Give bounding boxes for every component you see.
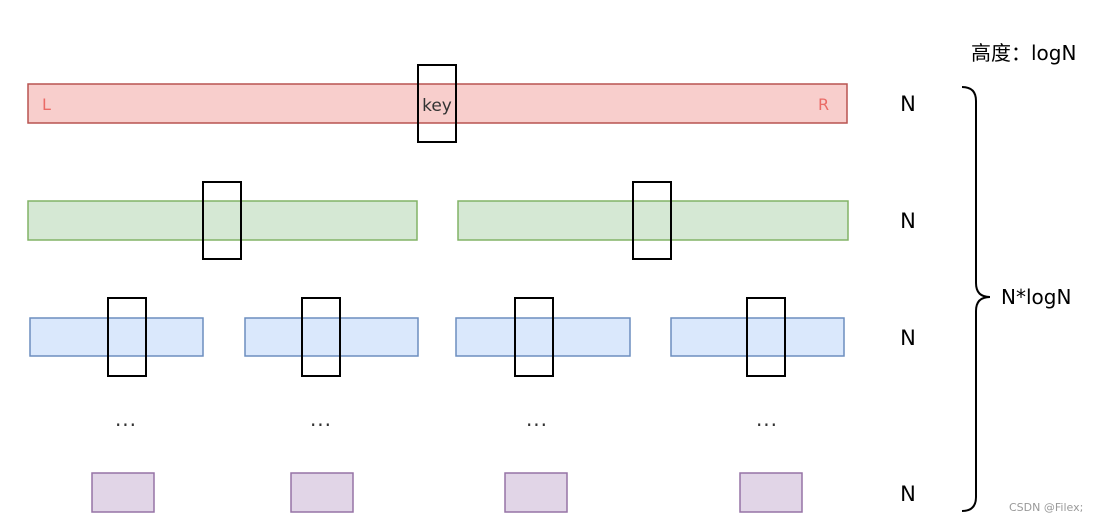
ellipsis-2: ··· [310, 413, 332, 437]
right-label: R [818, 95, 829, 114]
left-label: L [42, 95, 51, 114]
level3-key-box-4 [746, 297, 786, 377]
level3-bar-3 [455, 317, 631, 357]
total-brace [961, 86, 991, 512]
leaf-box-4 [739, 472, 803, 513]
level2-key-box-1 [202, 181, 242, 260]
level3-key-box-1 [107, 297, 147, 377]
level2-bar-2 [457, 200, 849, 241]
level3-bar-2 [244, 317, 419, 357]
key-label: key [422, 96, 452, 116]
height-label: 高度：logN [971, 41, 1076, 65]
leaf-box-2 [290, 472, 354, 513]
level3-cost: N [900, 326, 916, 350]
watermark: CSDN @Filex; [1009, 501, 1083, 514]
level2-bar-1 [27, 200, 418, 241]
level1-bar [27, 83, 848, 124]
level2-key-box-2 [632, 181, 672, 260]
ellipsis-1: ··· [115, 413, 137, 437]
leaf-box-1 [91, 472, 155, 513]
level1-cost: N [900, 92, 916, 116]
level1-key-box [417, 64, 457, 143]
ellipsis-3: ··· [526, 413, 548, 437]
level3-bar-4 [670, 317, 845, 357]
leaf-box-3 [504, 472, 568, 513]
total-cost-label: N*logN [1001, 285, 1071, 309]
ellipsis-4: ··· [756, 413, 778, 437]
leaf-cost: N [900, 482, 916, 506]
level3-bar-1 [29, 317, 204, 357]
level3-key-box-3 [514, 297, 554, 377]
level2-cost: N [900, 209, 916, 233]
level3-key-box-2 [301, 297, 341, 377]
